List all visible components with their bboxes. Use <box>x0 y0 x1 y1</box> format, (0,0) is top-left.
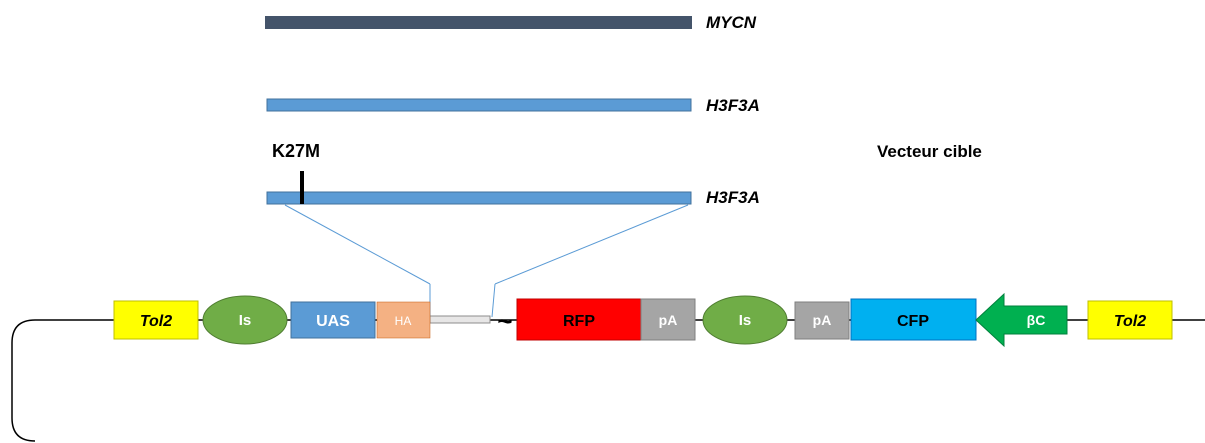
uas-box <box>290 301 376 339</box>
tol2-right-box <box>1087 300 1173 340</box>
pa-2-label: pA <box>813 312 832 328</box>
h3f3a-mutant-bar <box>266 191 692 205</box>
insulator-2-label: Is <box>739 312 752 329</box>
vector-title: Vecteur cible <box>877 142 982 161</box>
pa-2-box <box>794 301 850 340</box>
tol2-right-label: Tol2 <box>1114 313 1146 330</box>
rfp-box <box>516 298 642 341</box>
cfp-box <box>850 298 977 341</box>
beta-c-arrow <box>975 292 1068 348</box>
ha-box <box>376 301 431 339</box>
tol2-left-label: Tol2 <box>140 313 172 330</box>
h3f3a-mutant-label: H3F3A <box>706 188 760 207</box>
plasmid-backbone <box>11 319 114 442</box>
h3f3a-wildtype-label: H3F3A <box>706 96 760 115</box>
insert-guide-left <box>284 204 431 285</box>
insulator-1-label: Is <box>239 312 252 329</box>
uas-label: UAS <box>316 313 350 330</box>
mutation-label: K27M <box>272 141 320 161</box>
tol2-left-box <box>113 300 199 340</box>
pa-1-box <box>640 298 696 341</box>
pa-1-label: pA <box>659 312 678 328</box>
insert-segment <box>429 315 491 324</box>
insert-guide-right <box>494 204 689 285</box>
beta-c-label: βC <box>1027 312 1046 328</box>
insert-guide-right-down <box>491 283 496 318</box>
ha-label: HA <box>395 314 412 328</box>
mycn-label: MYCN <box>706 13 757 32</box>
rfp-label: RFP <box>563 313 595 330</box>
insulator-1 <box>202 295 288 345</box>
mycn-gene-bar <box>265 16 692 29</box>
h3f3a-wildtype-bar <box>266 98 692 112</box>
cfp-label: CFP <box>897 313 929 330</box>
tilde-symbol: ~ <box>497 306 512 336</box>
insulator-2 <box>702 295 788 345</box>
